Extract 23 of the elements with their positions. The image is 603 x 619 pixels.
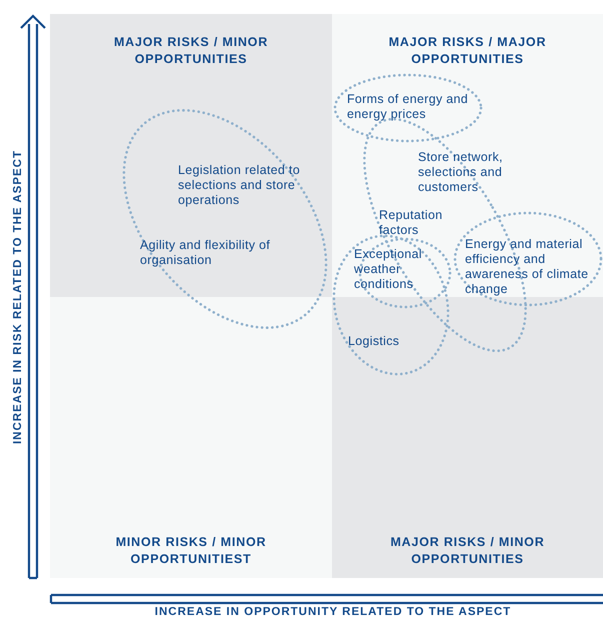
axis-label: INCREASE IN OPPORTUNITY RELATED TO THE ASPECT (154, 606, 512, 618)
dotted-ellipse (453, 211, 603, 307)
quadrant-heading: MAJOR RISKS / MINOR OPPORTUNITIES (112, 34, 270, 68)
dotted-ellipse (333, 233, 449, 378)
quadrant-heading: MAJOR RISKS / MINOR OPPORTUNITIES (389, 534, 546, 568)
axis-label: INCREASE IN RISK RELATED TO THE ASPECT (12, 150, 24, 444)
risk-aspect-text: Forms of energy and energy prices (347, 92, 470, 122)
risk-aspect-text: Energy and material efficiency and awareness of climate change (465, 237, 590, 297)
risk-aspect-text: Reputation factors (379, 208, 444, 238)
quadrant-panel (332, 14, 603, 297)
risk-aspect-text: Agility and flexibility of organisation (140, 238, 272, 268)
dotted-ellipse (352, 236, 452, 310)
risk-aspect-text: Exceptional weather conditions (354, 247, 423, 292)
dotted-ellipse (333, 73, 484, 144)
quadrant-panel (50, 297, 332, 578)
risk-aspect-text: Store network, selections and customers (418, 150, 504, 195)
quadrant-panel (50, 14, 332, 297)
dotted-ellipse (122, 108, 328, 330)
quadrant-heading: MAJOR RISKS / MAJOR OPPORTUNITIES (388, 34, 548, 68)
risk-aspect-text: Logistics (348, 334, 400, 349)
quadrant-panel (332, 297, 603, 578)
quadrant-heading: MINOR RISKS / MINOR OPPORTUNITIEST (114, 534, 268, 568)
risk-aspect-text: Legislation related to selections and store operations (178, 163, 301, 208)
